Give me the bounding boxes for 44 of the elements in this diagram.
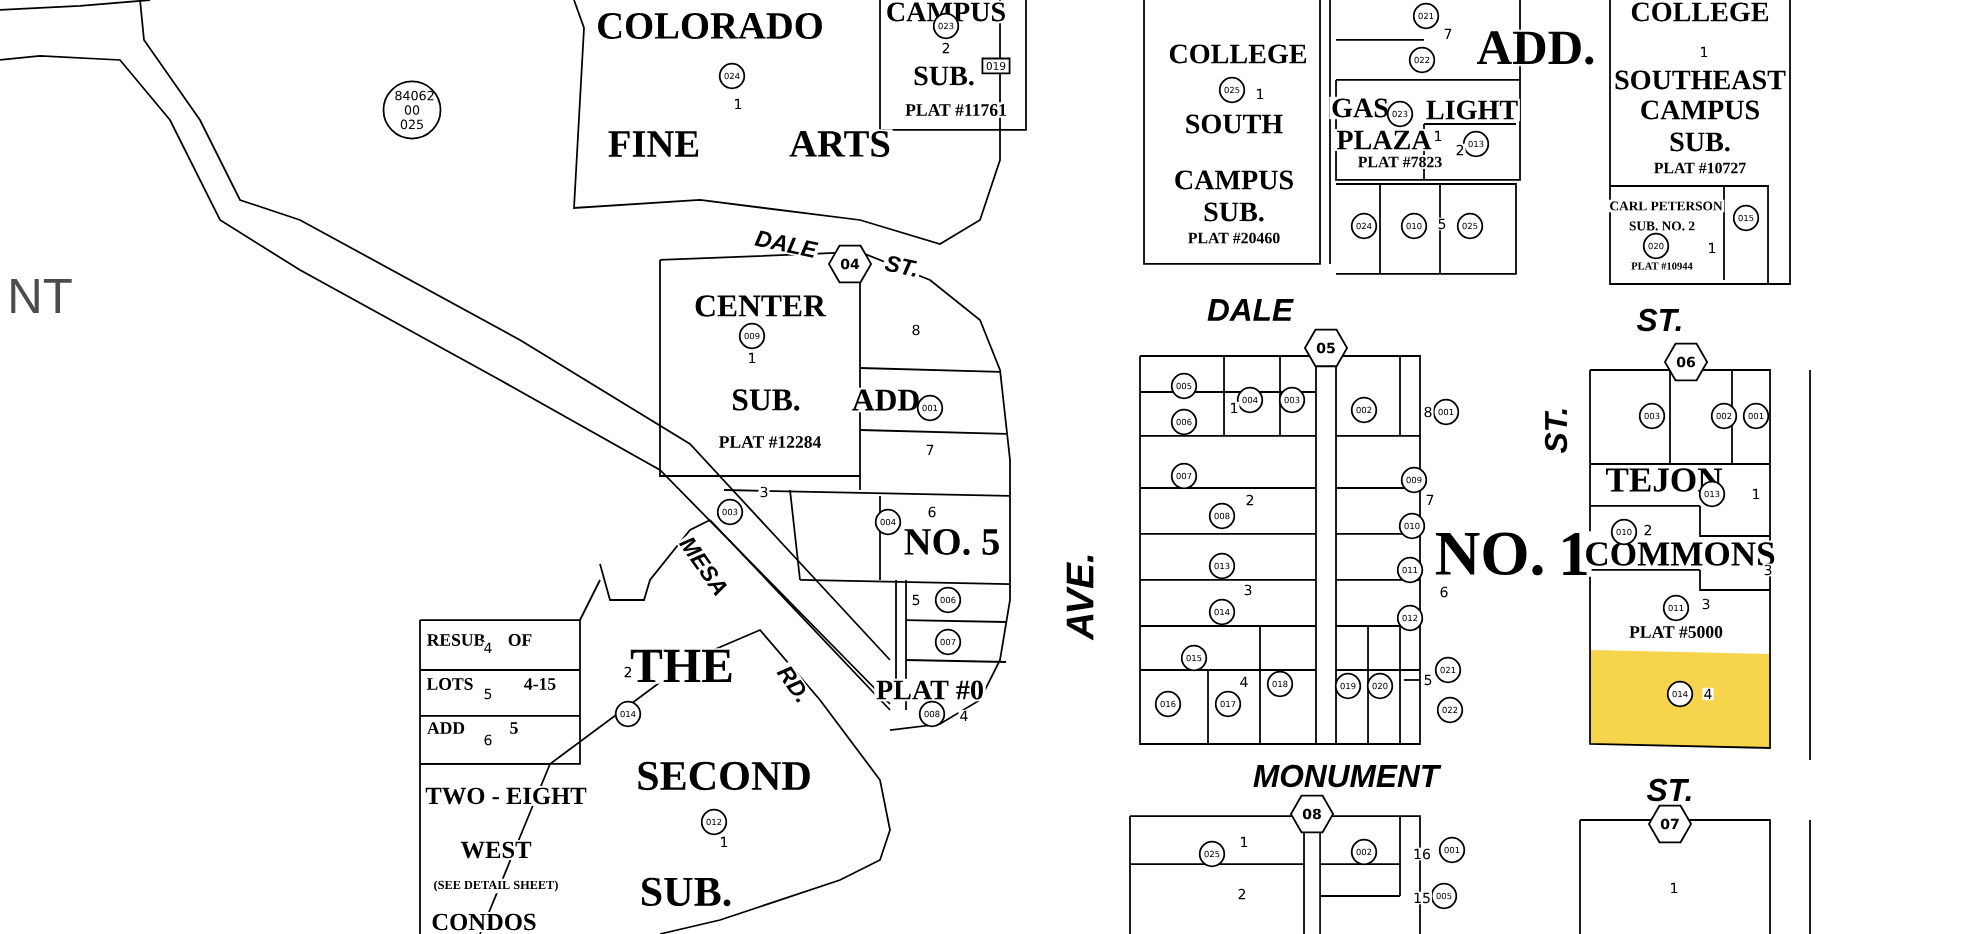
area-label: COLLEGE — [1166, 42, 1310, 66]
plat-label: PLAT #5000 — [1627, 624, 1725, 640]
plat-label: 4-15 — [522, 676, 558, 692]
area-label: SOUTH — [1183, 112, 1285, 136]
street-name: AVE. — [1064, 550, 1096, 642]
street-name: DALE — [751, 227, 821, 261]
plat-label: ADD — [425, 720, 467, 736]
area-label: CAMPUS — [1638, 98, 1762, 122]
area-label: NO. 5 — [901, 527, 1003, 557]
area-label: SUB. — [911, 64, 977, 88]
area-label: SUB. — [1667, 130, 1733, 154]
street-name: MONUMENT — [1251, 763, 1442, 789]
area-label: SUB. — [1201, 200, 1267, 224]
area-label: COLLEGE — [1628, 0, 1772, 24]
area-label: SOUTHEAST — [1612, 68, 1788, 92]
street-name: ST. — [1543, 404, 1569, 456]
area-label: CAMPUS — [1172, 168, 1296, 192]
plat-label: RESUB — [424, 632, 488, 648]
area-label: GAS — [1329, 96, 1391, 120]
plat-label: TWO - EIGHT — [423, 785, 589, 807]
street-name: ST. — [1644, 777, 1696, 803]
plat-label: 5 — [507, 720, 521, 736]
plat-label: PLAT #11761 — [903, 102, 1009, 118]
area-label: FINE — [606, 129, 702, 159]
area-label: LIGHT — [1424, 98, 1520, 122]
area-label: COLORADO — [594, 11, 826, 41]
plat-label: PLAT #12284 — [716, 434, 824, 450]
plat-label: WEST — [458, 839, 534, 861]
street-name: ST. — [881, 252, 923, 280]
area-label: THE — [628, 648, 736, 684]
area-label: SECOND — [634, 760, 814, 792]
area-label: ARTS — [787, 129, 893, 159]
plat-label: CONDOS — [429, 912, 539, 932]
street-name: ST. — [1634, 307, 1686, 333]
area-label: SUB. — [729, 387, 803, 413]
area-label: SUB. — [637, 876, 735, 908]
street-name: RD. — [773, 660, 815, 708]
plat-label: OF — [506, 632, 534, 648]
area-label: NT — [11, 279, 72, 313]
area-label: ADD. — [1474, 29, 1598, 67]
area-label: NO. — [1432, 530, 1548, 578]
area-label: CENTER — [692, 293, 828, 319]
plat-label: LOTS — [424, 676, 476, 692]
street-name: DALE — [1205, 297, 1295, 323]
